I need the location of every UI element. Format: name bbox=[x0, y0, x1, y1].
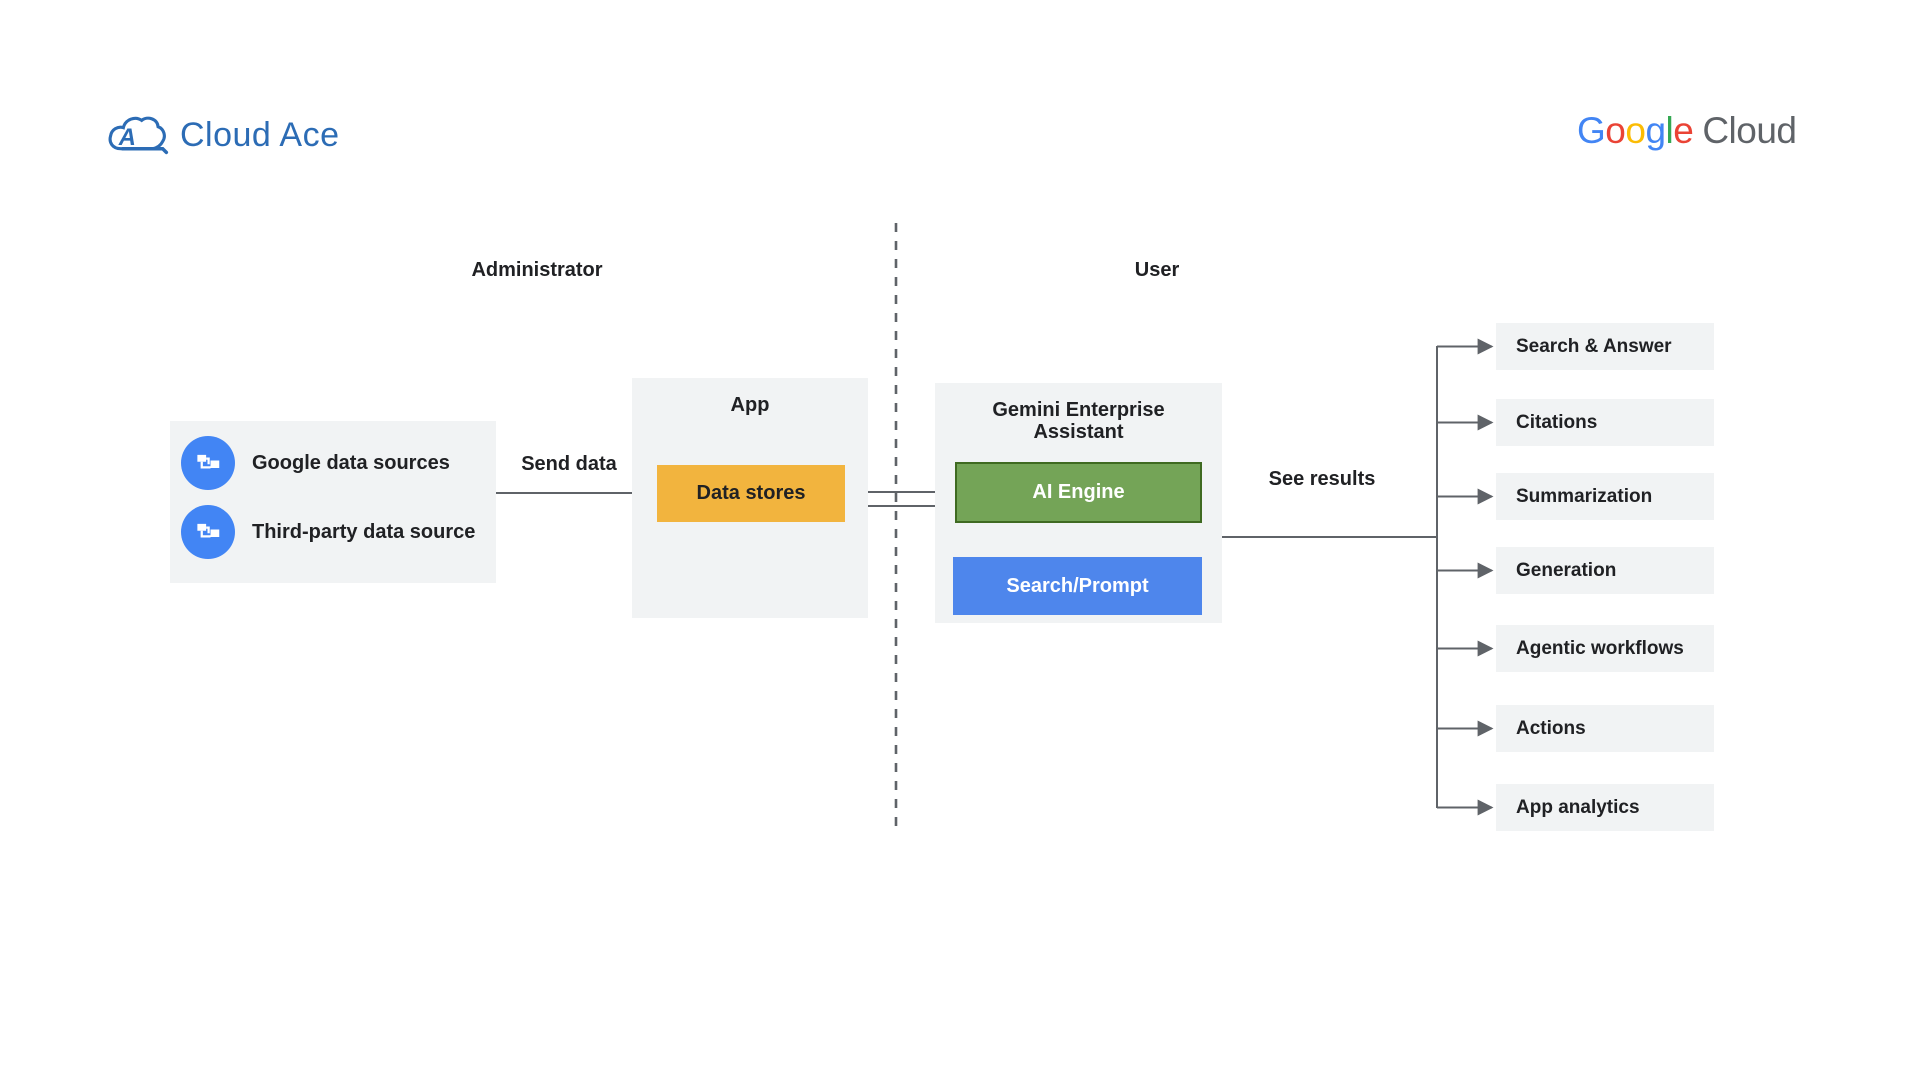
cloud-ace-logo: A Cloud Ace bbox=[106, 112, 340, 158]
app-panel-title: App bbox=[730, 394, 770, 416]
see-results-label: See results bbox=[1268, 468, 1376, 490]
source-label: Google data sources bbox=[252, 451, 450, 474]
ai-engine-node: AI Engine bbox=[955, 462, 1202, 523]
svg-text:A: A bbox=[118, 124, 136, 151]
data-stores-node: Data stores bbox=[657, 465, 845, 522]
cloud-ace-wordmark: Cloud Ace bbox=[180, 115, 340, 154]
google-letter: l bbox=[1665, 110, 1674, 151]
google-letter: G bbox=[1577, 110, 1606, 151]
google-letter: o bbox=[1605, 110, 1626, 151]
google-cloud-word: Cloud bbox=[1702, 110, 1797, 151]
result-item-summarization: Summarization bbox=[1496, 473, 1714, 520]
cloud-ace-cloud-icon: A bbox=[106, 112, 170, 158]
result-item-app-analytics: App analytics bbox=[1496, 784, 1714, 831]
search-prompt-node: Search/Prompt bbox=[953, 557, 1202, 615]
google-letter: e bbox=[1673, 110, 1694, 151]
administrator-zone-label: Administrator bbox=[471, 259, 603, 281]
gemini-panel-title: Gemini Enterprise Assistant bbox=[992, 399, 1165, 443]
source-item-third-party: Third-party data source bbox=[181, 505, 496, 559]
user-zone-label: User bbox=[1134, 259, 1180, 281]
google-letter: o bbox=[1625, 110, 1646, 151]
source-label: Third-party data source bbox=[252, 520, 476, 543]
google-letter: g bbox=[1645, 110, 1666, 151]
source-item-google: Google data sources bbox=[181, 436, 496, 490]
result-item-citations: Citations bbox=[1496, 399, 1714, 446]
data-sources-panel: Google data sources Third-party data sou… bbox=[170, 421, 496, 583]
result-item-actions: Actions bbox=[1496, 705, 1714, 752]
result-item-generation: Generation bbox=[1496, 547, 1714, 594]
send-data-label: Send data bbox=[521, 453, 617, 475]
result-item-agentic-workflows: Agentic workflows bbox=[1496, 625, 1714, 672]
data-source-icon bbox=[181, 436, 235, 490]
data-source-icon bbox=[181, 505, 235, 559]
result-item-search-answer: Search & Answer bbox=[1496, 323, 1714, 370]
